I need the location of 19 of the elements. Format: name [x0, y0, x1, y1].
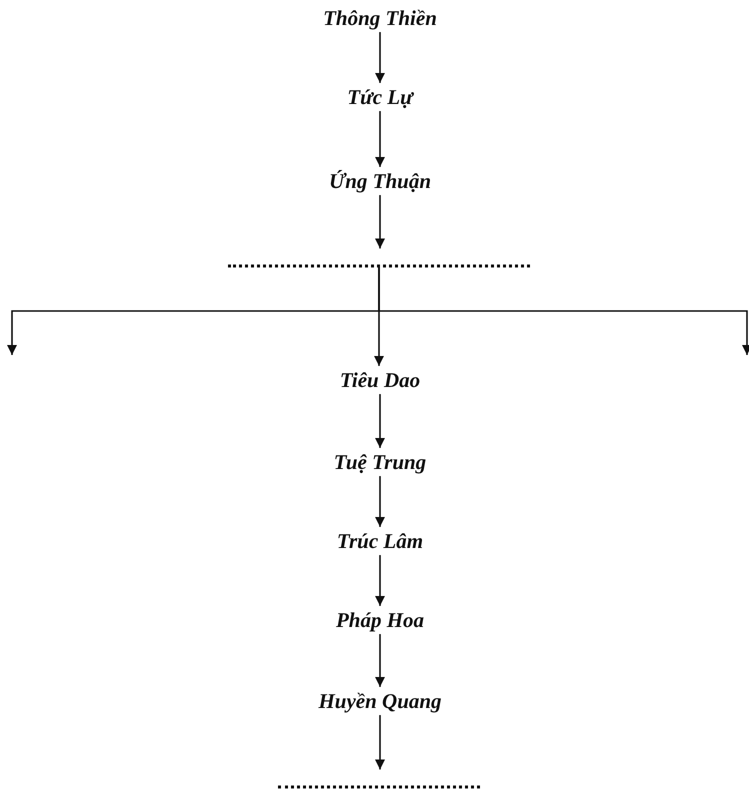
name-label: Tuệ Trung	[334, 450, 426, 474]
name-label: Huyền Quang	[318, 688, 442, 714]
name-label: Trúc Lâm	[336, 528, 424, 554]
arrow	[375, 555, 385, 606]
arrow	[375, 394, 385, 448]
arrow	[378, 266, 749, 355]
arrow	[375, 634, 385, 687]
dotted-line	[278, 786, 480, 788]
name-label: Thông Thiền	[323, 6, 437, 30]
name-label: Pháp Hoa	[336, 608, 424, 632]
name-label: Tức Lự	[347, 84, 413, 110]
arrow	[375, 195, 385, 248]
dotted-line	[228, 264, 530, 268]
name-label: Tiêu Dao	[340, 368, 420, 392]
arrow	[375, 715, 385, 770]
name-label: Ứng Thuận	[328, 168, 432, 194]
arrow	[375, 476, 385, 527]
arrow	[375, 111, 385, 167]
arrow	[375, 32, 385, 83]
